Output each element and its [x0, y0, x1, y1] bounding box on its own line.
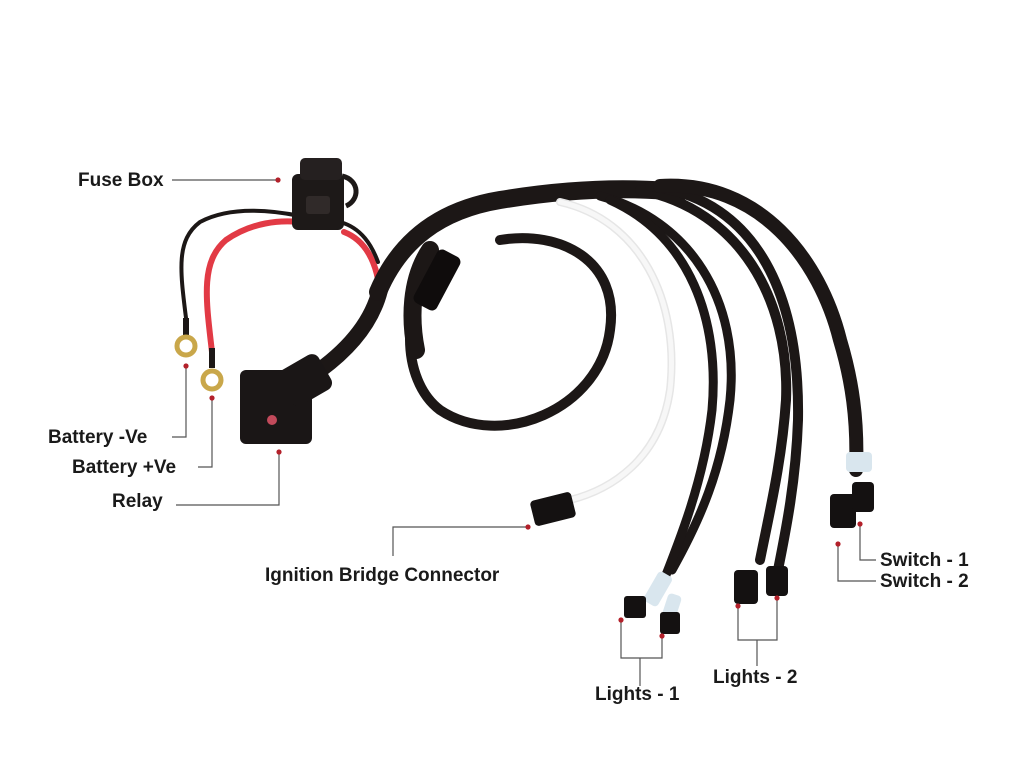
label-lights-1: Lights - 1 — [595, 684, 680, 705]
marker-lights-1b — [659, 633, 665, 639]
marker-lights-2a — [735, 603, 741, 609]
fuse-box-part — [292, 158, 359, 230]
marker-switch-1 — [857, 521, 863, 527]
negative-wire — [179, 208, 302, 320]
marker-battery-pos — [209, 395, 215, 401]
marker-lights-1a — [618, 617, 624, 623]
marker-relay — [276, 449, 282, 455]
heat-shrink-sleeve — [413, 249, 461, 311]
leader-battery-neg — [172, 368, 187, 438]
label-relay: Relay — [112, 491, 163, 512]
main-harness — [312, 178, 864, 595]
leader-lights-1 — [620, 622, 663, 686]
lights-1-connectors — [624, 571, 682, 634]
lights-2-connectors — [734, 566, 788, 604]
marker-ignition — [525, 524, 531, 530]
leader-ignition — [392, 526, 526, 556]
label-switch-2: Switch - 2 — [880, 571, 969, 592]
switch-connectors — [830, 452, 874, 528]
label-lights-2: Lights - 2 — [713, 667, 798, 688]
ring-terminal-positive — [200, 348, 224, 392]
battery-wires — [179, 208, 383, 355]
label-switch-1: Switch - 1 — [880, 550, 969, 571]
marker-switch-2 — [835, 541, 841, 547]
ignition-connector-part — [530, 492, 576, 526]
leader-lights-2 — [737, 598, 778, 666]
marker-dots — [183, 177, 863, 639]
leader-relay — [176, 454, 280, 506]
leader-lines — [172, 179, 876, 686]
label-battery-negative: Battery -Ve — [48, 427, 148, 448]
leader-battery-pos — [198, 400, 213, 468]
label-fuse-box: Fuse Box — [78, 170, 164, 191]
leader-switch-1 — [859, 526, 876, 561]
label-battery-positive: Battery +Ve — [72, 457, 177, 478]
leader-switch-2 — [837, 546, 876, 582]
marker-fuse-box — [275, 177, 281, 183]
marker-lights-2b — [774, 595, 780, 601]
marker-battery-neg — [183, 363, 189, 369]
label-ignition-bridge-connector: Ignition Bridge Connector — [265, 565, 500, 586]
positive-wire — [203, 218, 303, 355]
ring-terminal-negative — [174, 318, 198, 358]
relay-part — [240, 354, 332, 444]
